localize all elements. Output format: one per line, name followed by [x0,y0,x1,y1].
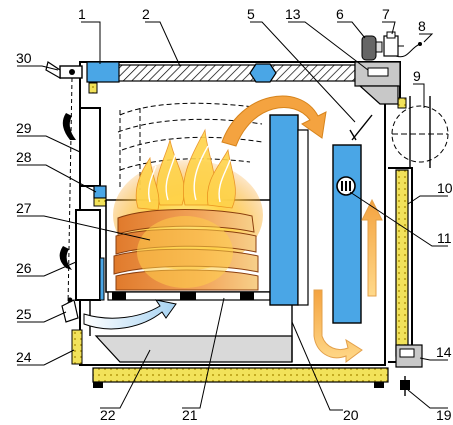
callout-30: 30 [16,50,32,66]
callout-11: 11 [437,230,452,246]
callout-24: 24 [16,349,32,365]
small-insulation-block-top-left [88,82,98,94]
boiler-body [45,31,449,396]
return-connection [395,344,423,368]
callout-10: 10 [437,180,453,196]
callout-labels: 1 2 5 13 6 7 8 9 30 29 28 27 10 11 26 25… [16,6,453,423]
sensor-bars [341,181,351,191]
door-seal-insulation [93,197,107,207]
flame-highlights [147,145,231,203]
flue-gas-arrow-down [313,289,363,363]
top-front-cover [86,61,120,83]
callout-13: 13 [285,6,301,22]
callout-22: 22 [100,407,116,423]
callout-14: 14 [436,344,452,360]
drain-valve [400,376,410,396]
callout-21: 21 [182,407,198,423]
lower-door-inner-plate [99,257,105,301]
grate-bars [112,292,254,300]
callout-25: 25 [16,306,32,322]
wood-fire-core [137,216,233,288]
callout-9: 9 [413,68,421,84]
front-door-insulation-lower [71,329,83,365]
bottom-insulation-slab [92,367,389,383]
cable-end [418,42,422,46]
callout-2: 2 [142,6,150,22]
callout-8: 8 [418,18,426,34]
upper-door-handle [62,113,76,140]
heat-exchanger-front [269,114,299,306]
heat-exchanger-front-rim [297,129,309,306]
top-center-joint [249,63,277,83]
right-wall-insulation [395,169,409,357]
sensor-cable [395,43,421,58]
callout-19: 19 [436,407,452,423]
thermostat-knob [361,35,383,61]
flue-damper [349,114,373,141]
callout-26: 26 [16,260,32,276]
callout-29: 29 [16,120,32,136]
callout-1: 1 [78,6,86,22]
callout-28: 28 [16,149,32,165]
boiler-foot-right [374,382,384,388]
flue-gas-arrow-top [221,95,327,147]
callout-20: 20 [343,407,359,423]
lower-door-handle [59,246,72,270]
callout-5: 5 [247,6,255,22]
lower-ash-door [75,209,101,301]
flames [135,128,236,211]
leader-lines [17,21,448,411]
callout-27: 27 [16,200,32,216]
primary-air-flap [61,299,79,323]
upper-loading-door [79,107,101,187]
heat-exchanger-rear [332,144,362,324]
safety-thermostat [383,31,404,57]
primary-air-arrow [83,299,177,330]
air-flap-pivot [67,297,73,303]
draft-regulator [45,61,83,80]
ash-pan [94,335,293,363]
callout-7: 7 [382,6,390,22]
boiler-foot-left [93,382,103,388]
regulator-chain [67,77,73,307]
flue-outlet [391,96,449,168]
small-insulation-block-top-right [397,97,407,109]
callout-6: 6 [336,6,344,22]
